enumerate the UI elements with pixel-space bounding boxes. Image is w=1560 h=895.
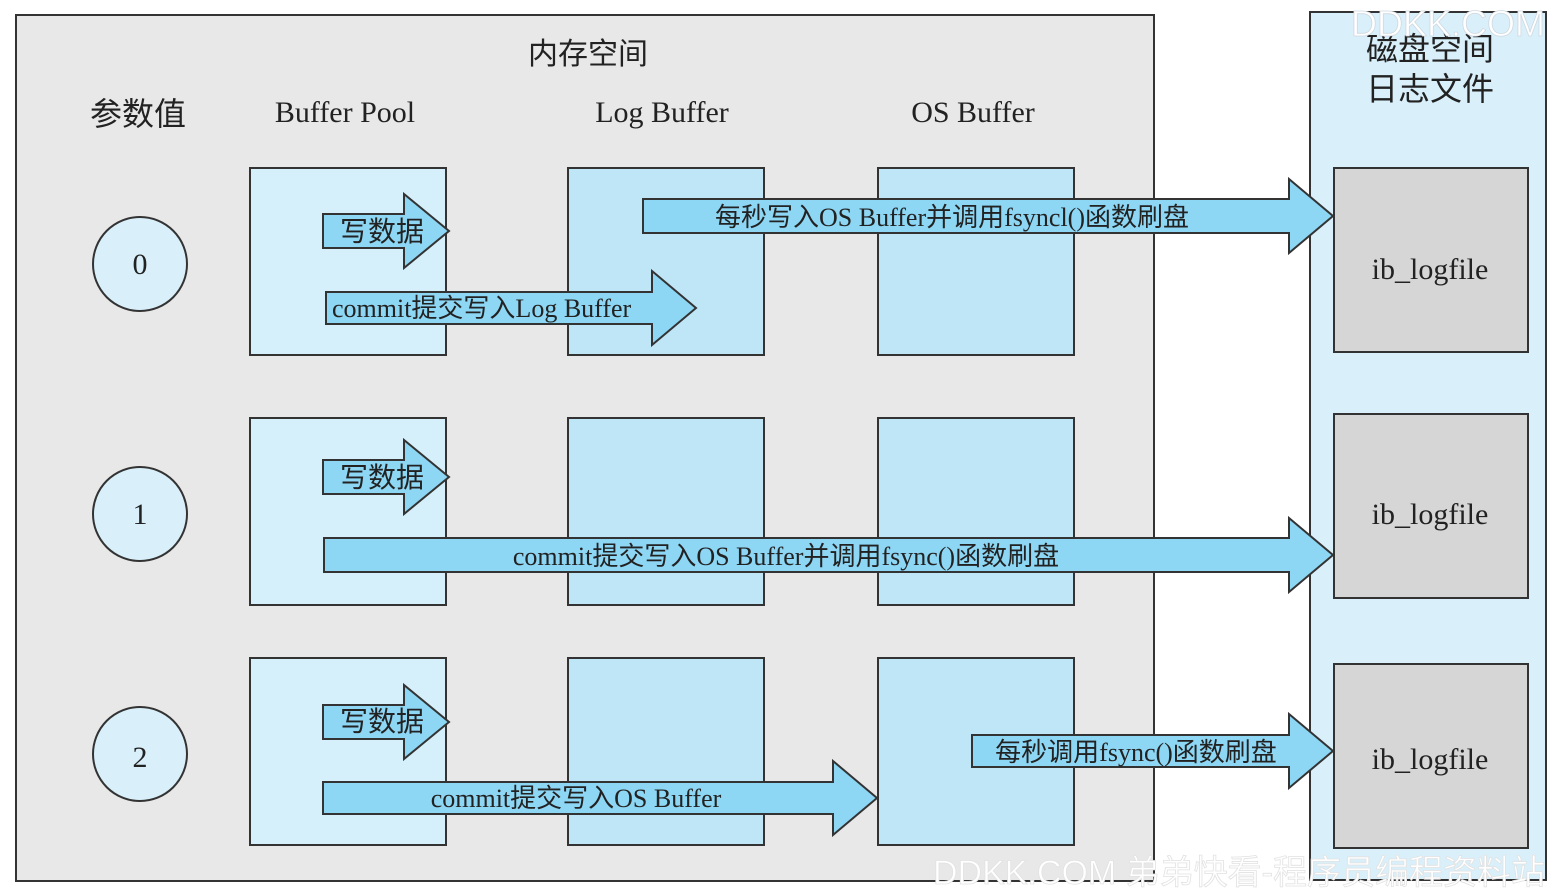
commit-to-log-buffer-arrow <box>325 268 698 348</box>
param-value-circle <box>92 706 188 802</box>
logfile-label: ib_logfile <box>1372 253 1489 286</box>
write-data-label: 写数据 <box>340 462 424 494</box>
buffer-pool-cell <box>249 167 447 356</box>
column-header-buffer-pool: Buffer Pool <box>275 96 415 129</box>
param-value-label: 1 <box>133 498 148 531</box>
buffer-pool-cell <box>249 417 447 606</box>
flush-per-second-label: 每秒写入OS Buffer并调用fsyncl()函数刷盘 <box>715 203 1189 232</box>
log-buffer-cell <box>567 657 765 846</box>
logfile-label: ib_logfile <box>1372 743 1489 776</box>
commit-to-os-buffer-arrow <box>322 758 879 838</box>
column-header-os-buffer: OS Buffer <box>911 96 1035 129</box>
commit-fsync-label: commit提交写入OS Buffer并调用fsync()函数刷盘 <box>513 542 1059 571</box>
commit-fsync-arrow <box>323 515 1335 595</box>
logfile-label: ib_logfile <box>1372 498 1489 531</box>
write-data-label: 写数据 <box>340 216 424 248</box>
disk-space-subtitle: 日志文件 <box>1366 71 1494 107</box>
logfile-box <box>1333 413 1529 599</box>
watermark-bottom: DDKK.COM 弟弟快看-程序员编程资料站 <box>933 854 1545 890</box>
log-buffer-cell <box>567 417 765 606</box>
row-param-1: 1 写数据 commit提交写入OS Buffer并调用fsync()函数刷盘 … <box>92 413 1529 606</box>
write-data-arrow <box>322 437 451 517</box>
write-data-label: 写数据 <box>340 706 424 738</box>
disk-space-title: 磁盘空间 <box>1366 31 1494 67</box>
fsync-per-second-arrow <box>971 711 1335 791</box>
column-header-log-buffer: Log Buffer <box>595 96 729 129</box>
param-value-label: 2 <box>133 741 148 774</box>
param-value-header: 参数值 <box>90 96 186 132</box>
logfile-box <box>1333 663 1529 849</box>
write-data-arrow <box>322 682 451 762</box>
commit-to-os-buffer-label: commit提交写入OS Buffer <box>431 784 722 813</box>
fsync-per-second-label: 每秒调用fsync()函数刷盘 <box>995 738 1277 767</box>
param-value-label: 0 <box>133 248 148 281</box>
param-value-circle <box>92 216 188 312</box>
watermark-top: DDKK.COM <box>1351 3 1545 44</box>
flush-per-second-arrow <box>642 176 1335 256</box>
os-buffer-cell <box>877 417 1075 606</box>
write-data-arrow <box>322 191 451 271</box>
row-param-2: 2 写数据 commit提交写入OS Buffer 每秒调用fsync()函数刷… <box>92 657 1529 849</box>
os-buffer-cell <box>877 167 1075 356</box>
memory-space-title: 内存空间 <box>528 38 648 71</box>
commit-to-log-buffer-label: commit提交写入Log Buffer <box>332 294 632 323</box>
buffer-pool-cell <box>249 657 447 846</box>
param-value-circle <box>92 466 188 562</box>
logfile-box <box>1333 167 1529 353</box>
row-param-0: 0 写数据 commit提交写入Log Buffer 每秒写入OS Buffer… <box>92 167 1529 356</box>
